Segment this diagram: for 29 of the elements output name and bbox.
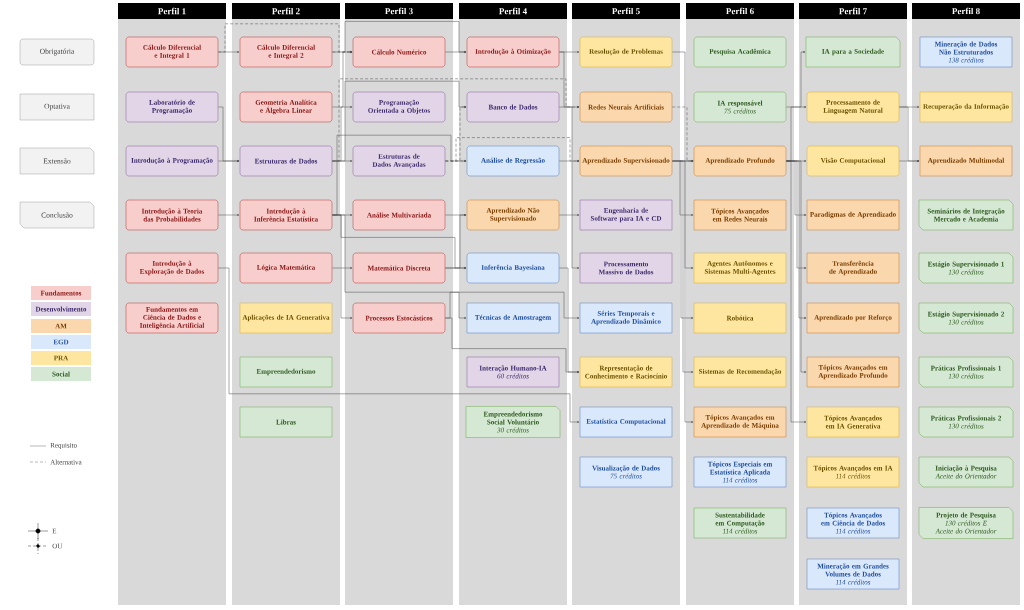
arrow [445, 267, 467, 269]
arrow [679, 160, 694, 216]
column-header: Perfil 3 [345, 3, 453, 19]
column-header: Perfil 8 [912, 3, 1020, 19]
arrow [672, 51, 694, 269]
column-header: Perfil 1 [118, 3, 226, 19]
arrow [445, 137, 580, 162]
column-header: Perfil 7 [799, 3, 907, 19]
arrow [445, 51, 467, 53]
arrow [218, 51, 240, 53]
arrow [559, 267, 580, 373]
column-header: Perfil 2 [232, 3, 340, 19]
column-header: Perfil 5 [572, 3, 680, 19]
arrow [218, 160, 240, 162]
arrow [332, 51, 353, 108]
arrow [559, 160, 580, 162]
arrow [332, 78, 580, 162]
arrow [559, 214, 580, 216]
arrow [559, 106, 580, 269]
column-header: Perfil 4 [459, 3, 567, 19]
arrow [672, 160, 694, 423]
arrow [218, 267, 580, 423]
column-header: Perfil 6 [686, 3, 794, 19]
arrow [786, 51, 806, 108]
arrow [899, 160, 920, 162]
arrow [332, 267, 353, 269]
arrow [332, 214, 467, 319]
arrow [218, 214, 240, 216]
arrow [786, 160, 807, 423]
